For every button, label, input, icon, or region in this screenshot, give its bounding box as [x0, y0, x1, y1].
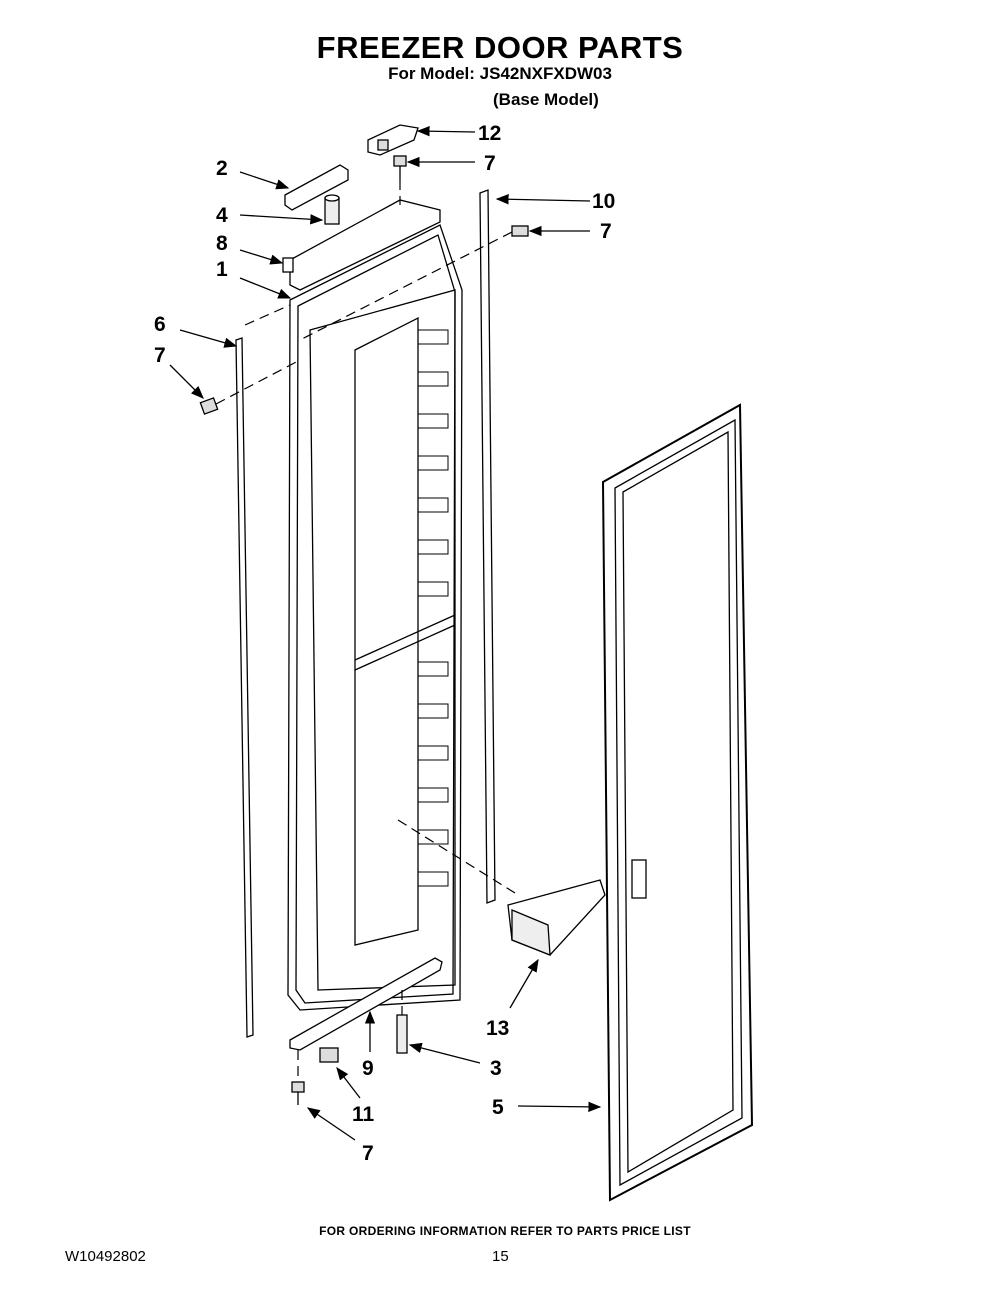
callout-11: 11: [352, 1103, 375, 1126]
assembly-lines: [215, 180, 516, 1080]
part-6-strip: [235, 337, 254, 1038]
base-model-label: (Base Model): [493, 90, 599, 109]
part-8-shim: [282, 257, 294, 273]
callout-2: 2: [216, 157, 228, 180]
callout-8: 8: [216, 232, 228, 255]
ordering-note: FOR ORDERING INFORMATION REFER TO PARTS …: [319, 1224, 691, 1238]
page-title: FREEZER DOOR PARTS: [316, 30, 684, 65]
part-3-pin: [396, 1014, 408, 1054]
callout-6: 6: [154, 313, 166, 336]
part-10-strip: [479, 189, 496, 904]
part-7-screw: [291, 1081, 305, 1105]
part-13-handle: [507, 879, 606, 956]
page-number: 15: [492, 1248, 509, 1265]
model-line: For Model: JS42NXFXDW03: [388, 64, 612, 83]
part-11-bracket: [319, 1047, 339, 1063]
callout-7: 7: [600, 220, 612, 243]
callout-7: 7: [154, 344, 166, 367]
callout-4: 4: [216, 204, 228, 227]
part-7-screw: [511, 225, 529, 237]
part-1-door-liner: [287, 224, 463, 1011]
part-5-outer-door: [601, 403, 754, 1202]
part-7-screw: [393, 155, 407, 180]
callout-7: 7: [362, 1142, 374, 1165]
callout-3: 3: [490, 1057, 502, 1080]
callout-9: 9: [362, 1057, 374, 1080]
callout-5: 5: [492, 1096, 504, 1119]
part-2-trim: [284, 164, 349, 211]
part-7-screw: [199, 397, 219, 415]
document-number: W10492802: [65, 1248, 146, 1265]
callout-labels: 12 7 2 10 4 7 8 1 6 7 13 9 3 11 5 7: [154, 122, 615, 1165]
leader-arrows: [169, 126, 602, 1141]
callout-13: 13: [486, 1017, 509, 1040]
part-9-bottom-hinge: [289, 957, 443, 1051]
callout-1: 1: [216, 258, 228, 281]
part-4-hinge-pin: [324, 194, 340, 225]
callout-7: 7: [484, 152, 496, 175]
callout-12: 12: [478, 122, 501, 145]
callout-10: 10: [592, 190, 615, 213]
part-12-hinge-cover: [367, 124, 419, 156]
